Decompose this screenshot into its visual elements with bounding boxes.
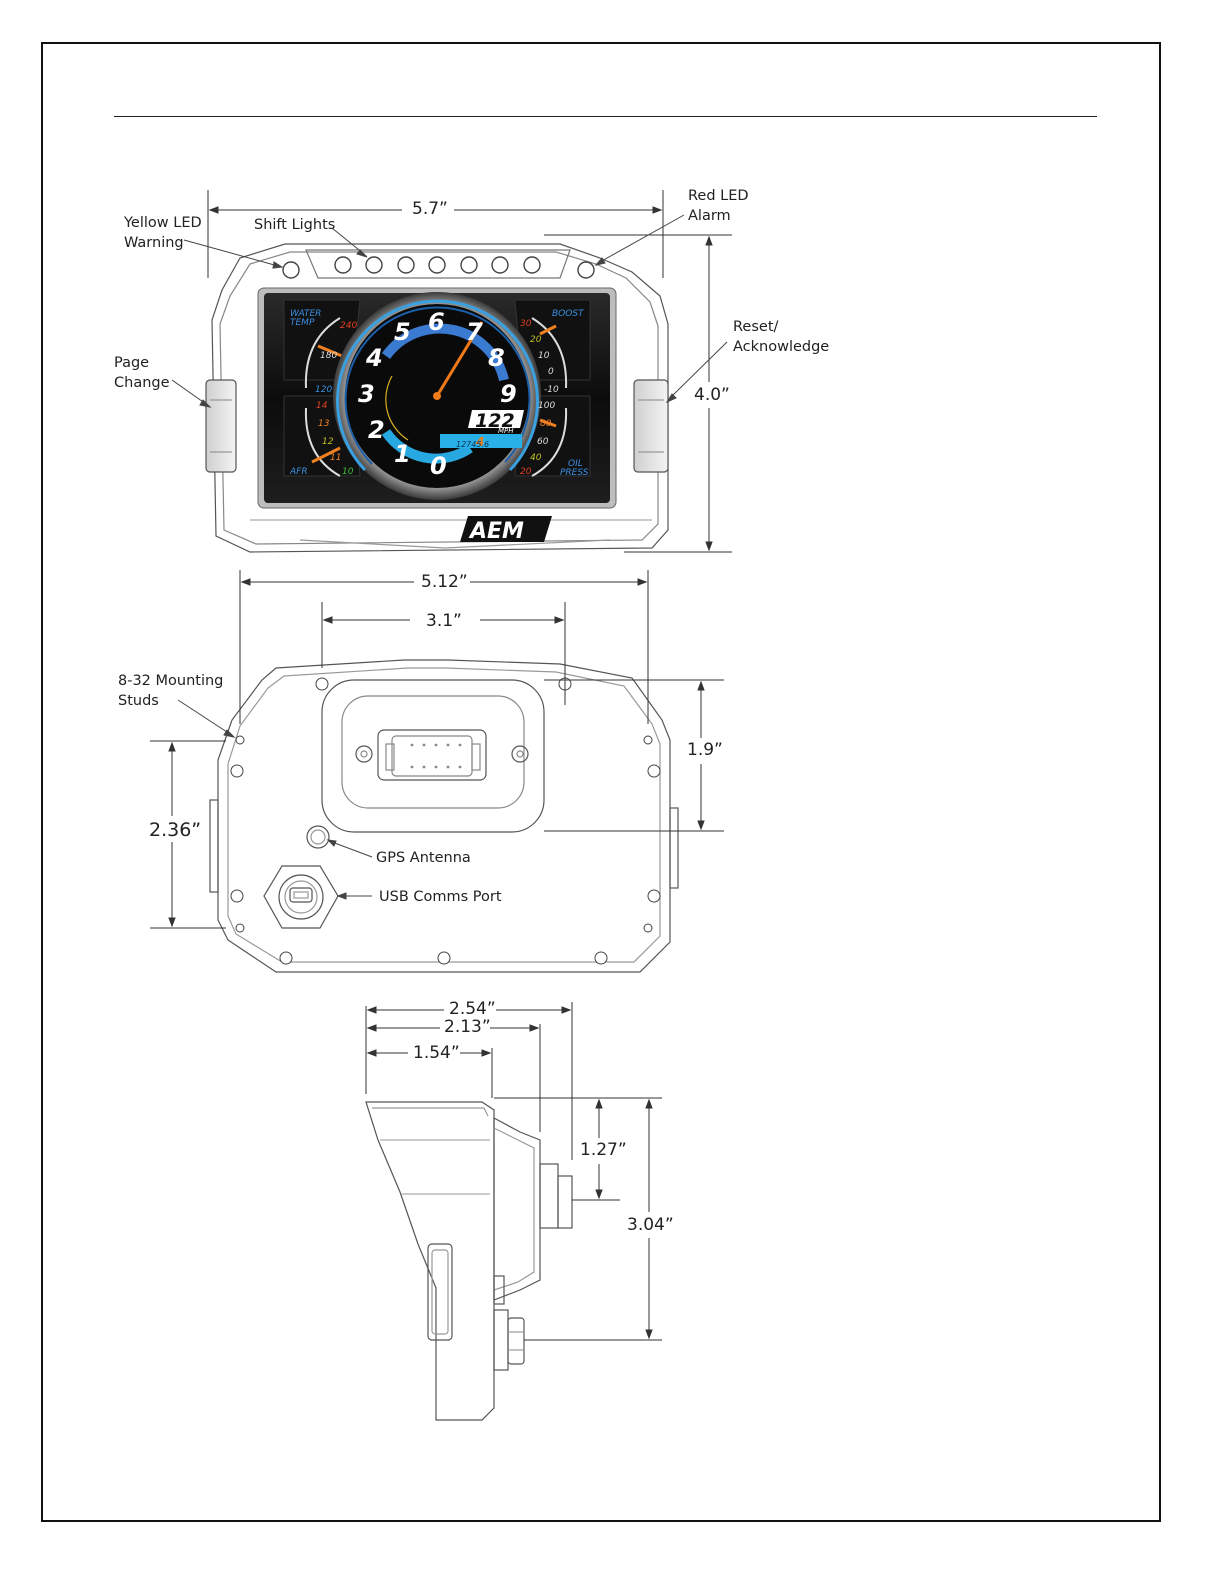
oil-press-tick: 20 [520,467,532,477]
afr-tick: 13 [318,419,330,429]
back-dimension-lines [150,570,724,929]
mounting-studs-label-1: 8-32 Mounting [118,673,224,689]
boost-tick: 0 [548,367,554,377]
led-row [282,256,595,279]
yellow-led [282,261,300,279]
back-leaders [177,699,373,900]
front-view [205,243,669,553]
side-connector-height-dim: 1.27” [580,1140,627,1160]
boost-tick: 10 [538,351,550,361]
front-height-dim: 4.0” [694,385,730,405]
rpm-number: 3 [358,380,375,408]
rpm-number: 2 [368,416,385,444]
yellow-led-label-2: Warning [124,235,184,251]
side-depth-dim-1: 2.54” [449,999,496,1019]
rpm-number: 8 [488,344,505,372]
rpm-number: 5 [394,318,411,346]
red-led [577,261,595,279]
oil-press-tick: 40 [530,453,542,463]
rpm-number: 7 [466,318,483,346]
gear-indicator: 4 [475,435,484,449]
red-led-label-2: Alarm [688,208,731,224]
front-width-dim: 5.7” [412,199,448,219]
mounting-studs-label-2: Studs [118,693,159,709]
page-border [41,42,1161,1522]
reset-label-1: Reset/ [733,319,779,335]
gps-antenna-label: GPS Antenna [376,850,471,866]
shift-light [491,256,509,274]
red-led-label-1: Red LED [688,188,749,204]
brand-logo-text: AEM [468,519,524,544]
side-depth-dim-2: 2.13” [444,1017,491,1037]
oil-press-tick: 60 [537,437,549,447]
rpm-number: 9 [500,380,517,408]
display-screen [257,287,617,509]
oil-press-label-2: PRESS [560,468,589,478]
mounting-screws [230,677,661,965]
back-inner-width-dim: 3.1” [426,611,462,631]
water-temp-tick: 120 [315,385,332,395]
shift-light [365,256,383,274]
back-width-dim: 5.12” [421,572,468,592]
odometer: 12745.6 [456,440,489,449]
rpm-number: 1 [394,440,411,468]
gauge-text: WATER TEMP 240 180 120 14 13 12 11 10 AF… [289,308,589,480]
water-temp-label-1: WATER [290,309,321,319]
shift-light [460,256,478,274]
yellow-led-label-1: Yellow LED [124,215,202,231]
front-dimension-lines [207,190,732,553]
afr-tick: 11 [330,453,341,463]
afr-label: AFR [289,467,308,477]
boost-label: BOOST [552,309,585,319]
boost-tick: -10 [544,385,559,395]
header-rule [114,116,1097,117]
water-temp-tick: 180 [320,351,337,361]
page-change-label-1: Page [114,355,150,371]
shift-light [523,256,541,274]
afr-tick: 14 [316,401,328,411]
boost-tick: 20 [530,335,542,345]
oil-press-label-1: OIL [568,459,583,469]
back-stud-height-dim: 2.36” [149,819,202,841]
rpm-number: 4 [365,344,383,372]
front-leaders [171,214,728,408]
oil-press-tick: 100 [538,401,555,411]
afr-tick: 10 [342,467,354,477]
speed-readout: 122 [475,410,515,432]
oil-press-tick: 80 [540,419,552,429]
back-connector-height-dim: 1.9” [687,740,723,760]
side-view [365,1101,573,1421]
shift-light [397,256,415,274]
speed-unit: MPH [498,427,514,435]
rpm-number: 0 [430,452,447,480]
water-temp-tick: 240 [340,321,357,331]
afr-tick: 12 [322,437,334,447]
side-height-dim: 3.04” [627,1215,674,1235]
shift-light [428,256,446,274]
shift-light [334,256,352,274]
usb-port-label: USB Comms Port [379,889,502,905]
brand-logo: AEM [460,516,552,544]
reset-label-2: Acknowledge [733,339,830,355]
side-depth-dim-3: 1.54” [413,1043,460,1063]
page-change-label-2: Change [114,375,170,391]
back-view [209,659,679,973]
connector-pins [410,743,462,769]
water-temp-label-2: TEMP [290,318,315,328]
boost-tick: 30 [520,319,532,329]
side-dimension-lines [365,1002,662,1341]
rpm-number: 6 [428,308,445,336]
shift-lights-label: Shift Lights [254,217,336,233]
